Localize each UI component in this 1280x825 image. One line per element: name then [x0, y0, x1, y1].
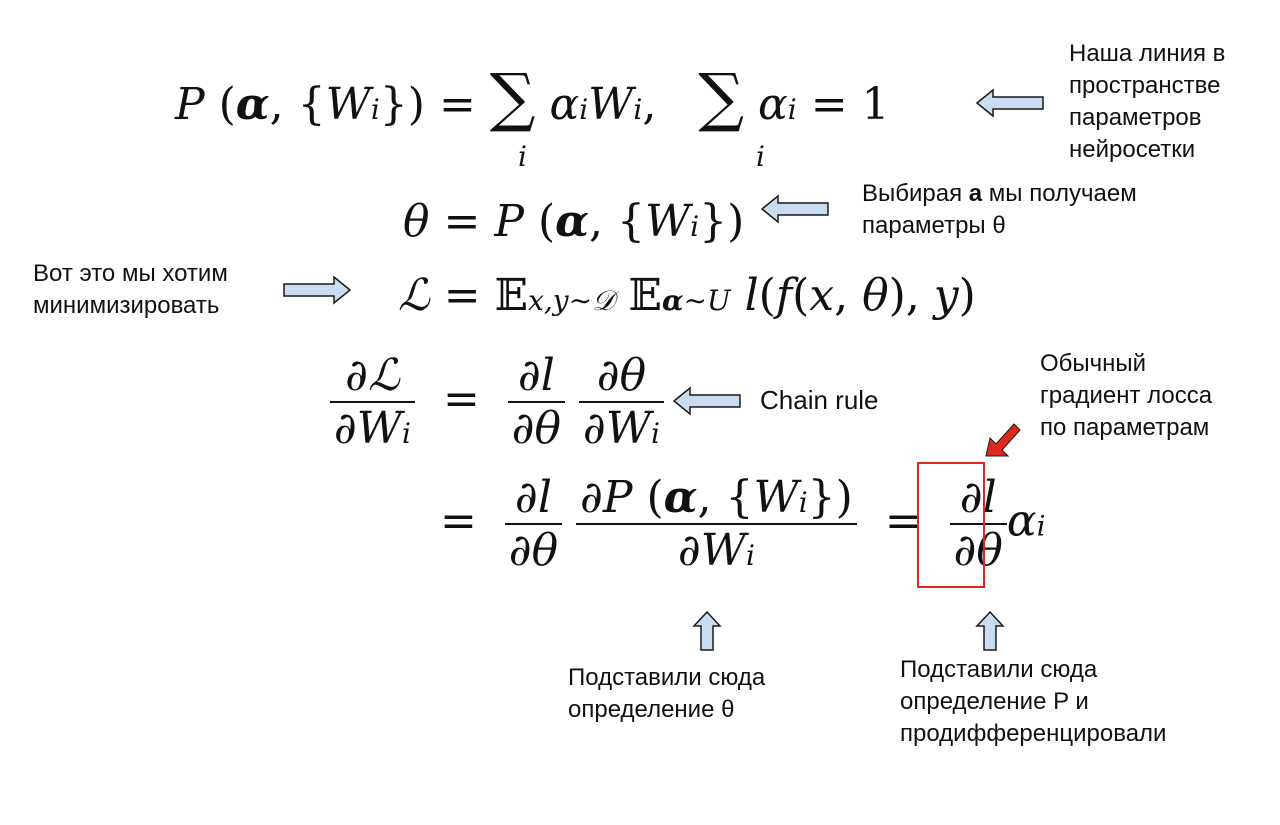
note-usual-line-2: градиент лосса	[1040, 382, 1213, 409]
up-arrow-icon-p	[975, 610, 1005, 651]
red-arrow-icon	[985, 423, 1021, 457]
highlight-box	[917, 462, 985, 588]
note-line-4: нейросетки	[1069, 136, 1196, 163]
note-chain-rule-text: Chain rule	[760, 385, 879, 415]
note-choose-pre: Выбирая	[862, 180, 969, 207]
note-subst-p-line-3: продифференцировали	[900, 720, 1167, 747]
note-chain-rule: Chain rule	[760, 384, 879, 416]
up-arrow-icon-theta	[692, 610, 722, 651]
note-subst-theta-line-2: определение θ	[568, 696, 735, 723]
note-usual-line-3: по параметрам	[1040, 414, 1210, 441]
left-arrow-icon-chain	[672, 386, 741, 416]
note-usual-line-1: Обычный	[1040, 350, 1147, 377]
note-subst-p-line-1: Подставили сюда	[900, 656, 1098, 683]
note-line-2: пространстве	[1069, 72, 1221, 99]
note-choose-post: мы получаем	[982, 180, 1137, 207]
note-choose-line-1: Выбирая a мы получаем	[862, 178, 1137, 210]
note-substituted-p: Подставили сюда определение P и продиффе…	[900, 654, 1166, 750]
right-arrow-icon-loss	[283, 275, 352, 305]
note-minimize-line-1: Вот это мы хотим	[33, 260, 228, 287]
note-choosing-alpha: Выбирая a мы получаем параметры θ	[862, 178, 1137, 242]
equation-chain-rule: ∂ℒ∂Wi = ∂l∂θ ∂θ∂Wi	[330, 350, 665, 454]
note-substituted-theta: Подставили сюда определение θ	[568, 662, 765, 726]
note-choose-bold: a	[968, 180, 983, 207]
note-line-3: параметров	[1069, 104, 1202, 131]
note-want-minimize: Вот это мы хотим минимизировать	[33, 258, 228, 322]
equation-theta: θ = P (α, {Wi})	[403, 196, 745, 247]
note-subst-theta-line-1: Подставили сюда	[568, 664, 766, 691]
sum-index-2: i	[756, 140, 765, 173]
note-line-in-param-space: Наша линия в пространстве параметров ней…	[1069, 38, 1225, 166]
note-choose-line-2: параметры θ	[862, 212, 1006, 239]
note-subst-p-line-2: определение P и	[900, 688, 1089, 715]
equation-line-definition: P (α, {Wi}) = ∑ αiWi, ∑ αi = 1	[175, 61, 890, 135]
note-usual-gradient: Обычный градиент лосса по параметрам	[1040, 348, 1212, 444]
sum-index-1: i	[518, 140, 527, 173]
note-line-1: Наша линия в	[1069, 40, 1226, 67]
note-minimize-line-2: минимизировать	[33, 292, 220, 319]
left-arrow-icon-line	[975, 88, 1044, 118]
left-arrow-icon-theta	[760, 194, 829, 224]
equation-loss: ℒ = 𝔼x,y∼𝒟 𝔼α∼U l(f(x, θ), y)	[398, 270, 976, 321]
